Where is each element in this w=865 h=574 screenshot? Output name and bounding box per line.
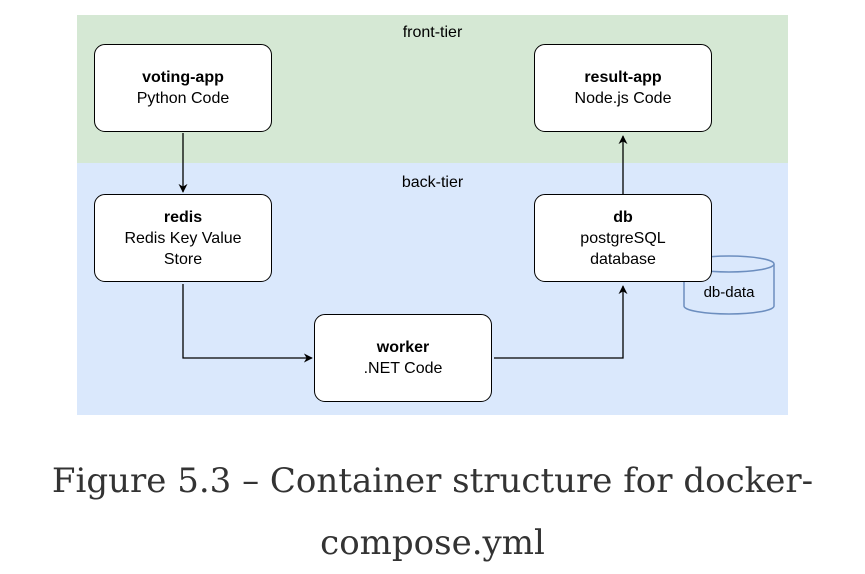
node-result-app[interactable]: result-app Node.js Code (534, 44, 712, 132)
back-tier-label: back-tier (401, 174, 464, 191)
front-tier-label: front-tier (402, 24, 463, 41)
node-voting-app-subtitle: Python Code (136, 90, 230, 107)
node-db-title: db (613, 208, 633, 226)
node-redis-subtitle: Redis Key Value Store (124, 229, 242, 268)
node-voting-app-title: voting-app (142, 69, 224, 86)
node-worker-title: worker (376, 339, 430, 356)
node-result-app-subtitle: Node.js Code (574, 90, 672, 107)
node-worker-subtitle: .NET Code (363, 360, 443, 377)
node-redis-title: redis (163, 208, 203, 226)
figure-caption-line-1: Figure 5.3 – Container structure for doc… (51, 461, 814, 501)
db-data-volume-label: db-data (703, 284, 755, 301)
node-result-app-title: result-app (584, 69, 662, 86)
figure-caption-line-2: compose.yml (320, 523, 545, 563)
node-db[interactable]: db postgreSQL database (534, 194, 712, 282)
node-voting-app[interactable]: voting-app Python Code (94, 44, 272, 132)
node-db-subtitle: postgreSQL database (580, 229, 666, 268)
figure-caption: Figure 5.3 – Container structure for doc… (0, 450, 865, 574)
node-redis[interactable]: redis Redis Key Value Store (94, 194, 272, 282)
node-worker[interactable]: worker .NET Code (314, 314, 492, 402)
